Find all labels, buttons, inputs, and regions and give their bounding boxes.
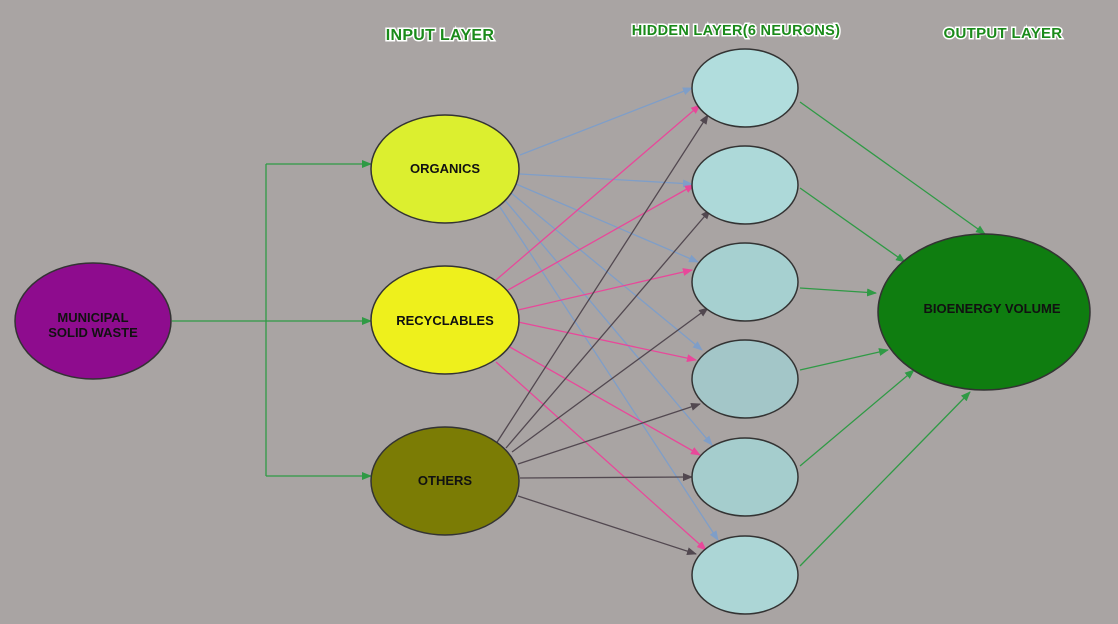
- arrow-h6-output: [799, 391, 971, 567]
- arrow-recyclables-h1: [495, 104, 701, 281]
- arrow-others-h4: [517, 403, 701, 465]
- arrow-organics-h3: [515, 183, 699, 263]
- recyclables-node-label: RECYCLABLES: [396, 313, 494, 328]
- arrow-h4-output: [799, 348, 889, 371]
- input-layer-title: INPUT LAYER: [386, 27, 495, 44]
- arrow-h5-output: [799, 369, 915, 467]
- nodes: MUNICIPAL SOLID WASTE ORGANICS RECYCLABL…: [14, 48, 1091, 615]
- hidden-layer-neurons: [691, 48, 799, 615]
- arrow-recyclables-h6: [495, 361, 707, 551]
- output-layer-title: OUTPUT LAYER: [944, 25, 1063, 42]
- output-node: [877, 233, 1091, 391]
- arrow-others-h5: [519, 473, 693, 482]
- source-node: [14, 262, 172, 380]
- arrow-recyclables-h2: [507, 184, 695, 291]
- hidden-neuron-5: [691, 437, 799, 517]
- others-node-label: OTHERS: [418, 473, 473, 488]
- organics-node: [370, 114, 520, 224]
- hidden-neuron-2: [691, 145, 799, 225]
- arrow-organics-h1: [519, 87, 693, 156]
- arrow-h1-output: [799, 101, 986, 235]
- arrow-recyclables-h5: [507, 345, 701, 456]
- arrow-others-h1: [491, 114, 709, 451]
- source-node-label-line2: SOLID WASTE: [48, 325, 138, 340]
- arrow-recyclables-h4: [517, 321, 697, 363]
- hidden-layer-title: HIDDEN LAYER(6 NEURONS): [632, 23, 841, 39]
- hidden-neuron-6: [691, 535, 799, 615]
- arrow-h3-output: [799, 287, 877, 297]
- arrow-organics-h2: [519, 173, 693, 188]
- connections: [172, 87, 986, 567]
- source-to-inputs-connector: [172, 164, 267, 476]
- hidden-neuron-3: [691, 242, 799, 322]
- hidden-neuron-1: [691, 48, 799, 128]
- recyclables-node: [370, 265, 520, 375]
- arrow-others-h2: [505, 209, 711, 449]
- others-node: [370, 426, 520, 536]
- arrow-h2-output: [799, 187, 906, 263]
- arrow-organics-h5: [502, 197, 713, 446]
- arrow-organics-h4: [509, 191, 703, 351]
- source-node-label-line1: MUNICIPAL: [57, 310, 128, 325]
- organics-node-label: ORGANICS: [410, 161, 480, 176]
- arrow-others-h6: [517, 495, 697, 556]
- output-node-label: BIOENERGY VOLUME: [923, 301, 1060, 316]
- arrow-others-h3: [511, 307, 709, 453]
- hidden-neuron-4: [691, 339, 799, 419]
- arrow-organics-h6: [497, 203, 719, 541]
- arrow-recyclables-h3: [517, 268, 693, 311]
